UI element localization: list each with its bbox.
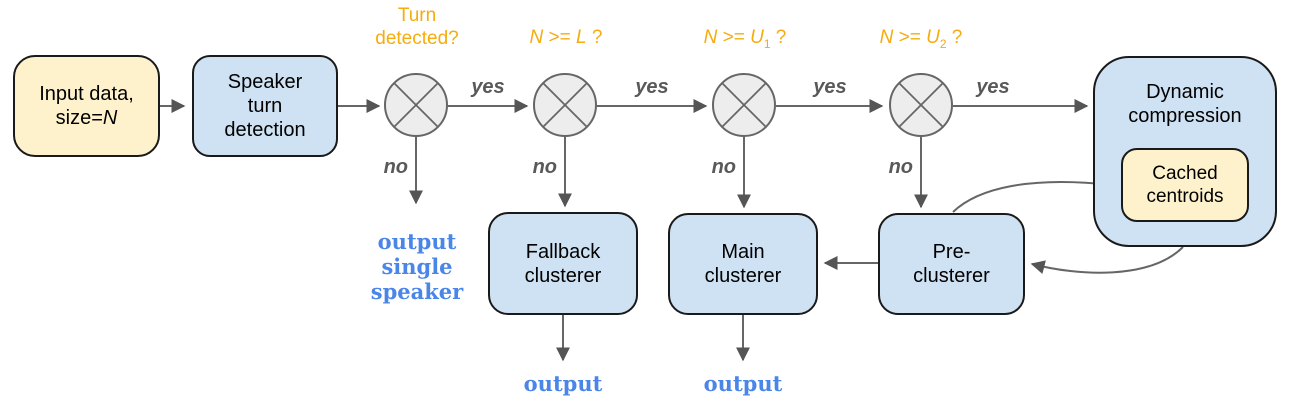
edge-label-yes-2: yes (635, 76, 669, 98)
node-label: Cached (1152, 163, 1218, 184)
condition-label-n-ge-u2: N >= U2 ? (879, 27, 963, 51)
node-cached-centroids: Cached centroids (1121, 148, 1249, 222)
edge-label-no-3: no (711, 156, 736, 178)
node-label: clusterer (913, 265, 990, 287)
edge-label-yes-3: yes (813, 76, 847, 98)
edge-dynamic-compression-to-pre-clusterer (1030, 246, 1184, 274)
edge-pre-clusterer-to-cached-centroids (952, 176, 1114, 213)
decision-node-n-ge-u1 (712, 73, 776, 137)
node-label: compression (1128, 105, 1242, 127)
output-fallback-label: output (523, 371, 603, 396)
node-label: Pre- (932, 241, 971, 263)
edge-label-no-1: no (383, 156, 408, 178)
condition-label-turn-detected: Turn detected? (375, 5, 459, 49)
edge-label-yes-4: yes (976, 76, 1010, 98)
edge-label-yes-1: yes (471, 76, 505, 98)
decision-node-turn-detected (384, 73, 448, 137)
output-main-label: output (703, 371, 783, 396)
node-label: clusterer (524, 264, 602, 287)
condition-label-n-ge-l: N >= L ? (529, 27, 603, 48)
node-input-data: Input data, size=N (13, 55, 160, 157)
output-single-speaker-label: output single speaker (370, 229, 464, 304)
node-main-clusterer: Main clusterer (668, 213, 818, 315)
node-dynamic-compression: Dynamic compression Cached centroids (1093, 56, 1277, 247)
node-label: turn (247, 95, 283, 117)
node-pre-clusterer: Pre- clusterer (878, 213, 1025, 315)
node-label: Dynamic (1146, 81, 1224, 103)
edge-label-no-4: no (888, 156, 913, 178)
condition-label-n-ge-u1: N >= U1 ? (703, 27, 787, 51)
edge-label-no-2: no (532, 156, 557, 178)
decision-node-n-ge-u2 (889, 73, 953, 137)
node-label: Speaker (227, 71, 303, 93)
node-label: size=N (55, 107, 118, 129)
node-label: Main (721, 241, 765, 263)
decision-node-n-ge-l (533, 73, 597, 137)
node-label: Input data, (39, 83, 134, 105)
node-label: Fallback (525, 240, 601, 263)
node-label: clusterer (704, 265, 782, 287)
node-label: centroids (1146, 186, 1224, 207)
node-fallback-clusterer: Fallback clusterer (488, 212, 638, 315)
node-speaker-turn-detection: Speaker turn detection (192, 55, 338, 157)
node-label: detection (224, 119, 306, 141)
